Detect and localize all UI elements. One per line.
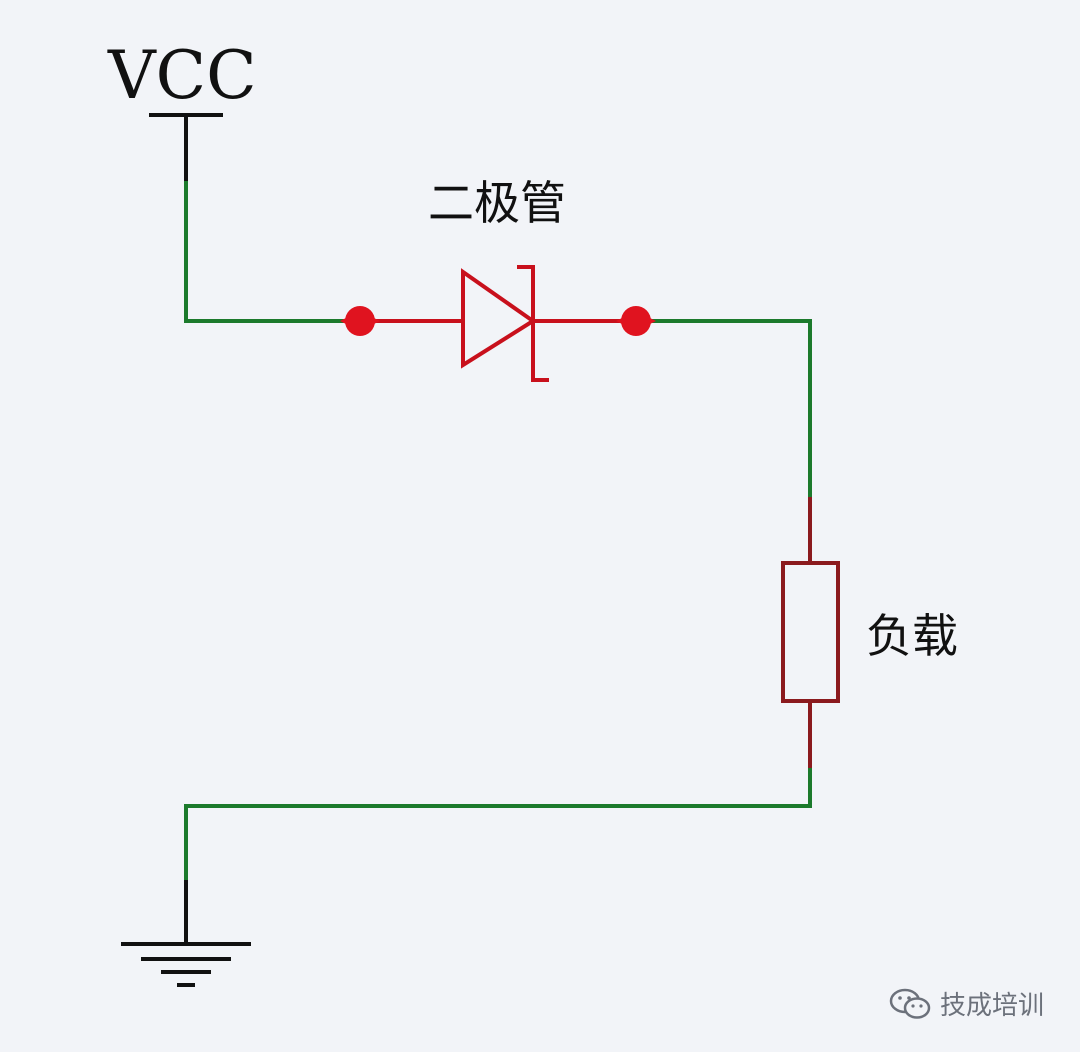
diode-node-left-tips	[340, 311, 360, 331]
diode-cathode-bar	[517, 265, 549, 382]
watermark: 技成培训	[888, 985, 1044, 1022]
diode-node-right-tips	[616, 311, 636, 331]
load-label: 负载	[866, 609, 958, 663]
diode-node-left-tips-r	[360, 311, 380, 331]
wire-load-to-ground	[184, 766, 812, 882]
load-resistor	[781, 497, 840, 768]
diode-nodes	[340, 306, 656, 336]
vcc-label: VCC	[107, 37, 257, 114]
diode-label: 二极管	[428, 176, 566, 230]
wires	[184, 181, 812, 882]
wire-diode-to-load	[650, 319, 812, 499]
diode	[343, 265, 652, 382]
load-body	[781, 561, 840, 703]
wechat-icon	[889, 988, 931, 1019]
wire-vcc-to-diode	[184, 181, 345, 323]
ground-symbol	[121, 880, 251, 987]
vcc-terminal	[149, 113, 223, 183]
diode-node-right-tips-r	[636, 311, 656, 331]
diode-triangle	[461, 268, 537, 369]
watermark-text: 技成培训	[939, 991, 1044, 1021]
